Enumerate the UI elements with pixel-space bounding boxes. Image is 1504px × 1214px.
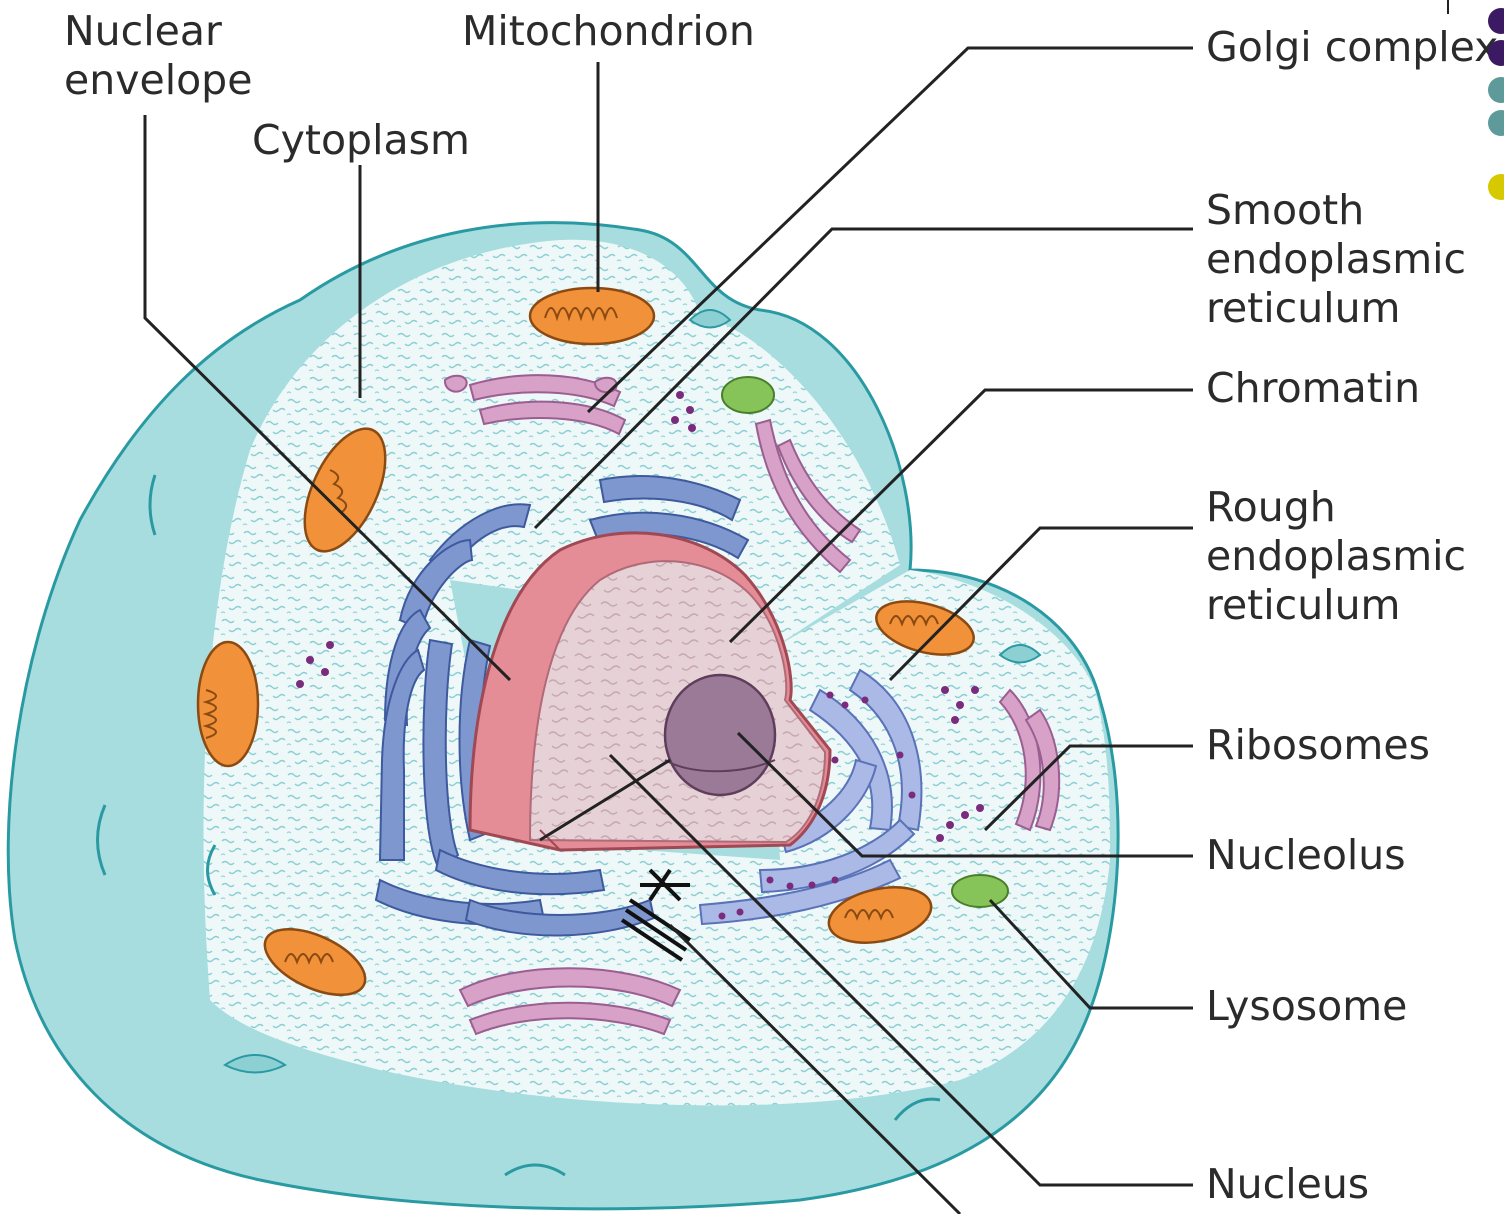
label-chromatin: Chromatin [1206,364,1420,413]
label-smooth-er: Smooth endoplasmic reticulum [1206,186,1466,333]
nucleolus-body [665,675,775,795]
label-rough-er: Rough endoplasmic reticulum [1206,483,1466,630]
label-mitochondrion: Mitochondrion [462,7,755,56]
label-cytoplasm: Cytoplasm [252,116,470,165]
label-nuclear-envelope: Nuclear envelope [64,7,252,105]
label-golgi-complex: Golgi complex [1206,23,1498,72]
label-nucleolus: Nucleolus [1206,831,1406,880]
label-ribosomes: Ribosomes [1206,721,1430,770]
label-nucleus: Nucleus [1206,1160,1369,1209]
thin-vertical-bar [1447,0,1449,14]
label-lysosome: Lysosome [1206,982,1407,1031]
